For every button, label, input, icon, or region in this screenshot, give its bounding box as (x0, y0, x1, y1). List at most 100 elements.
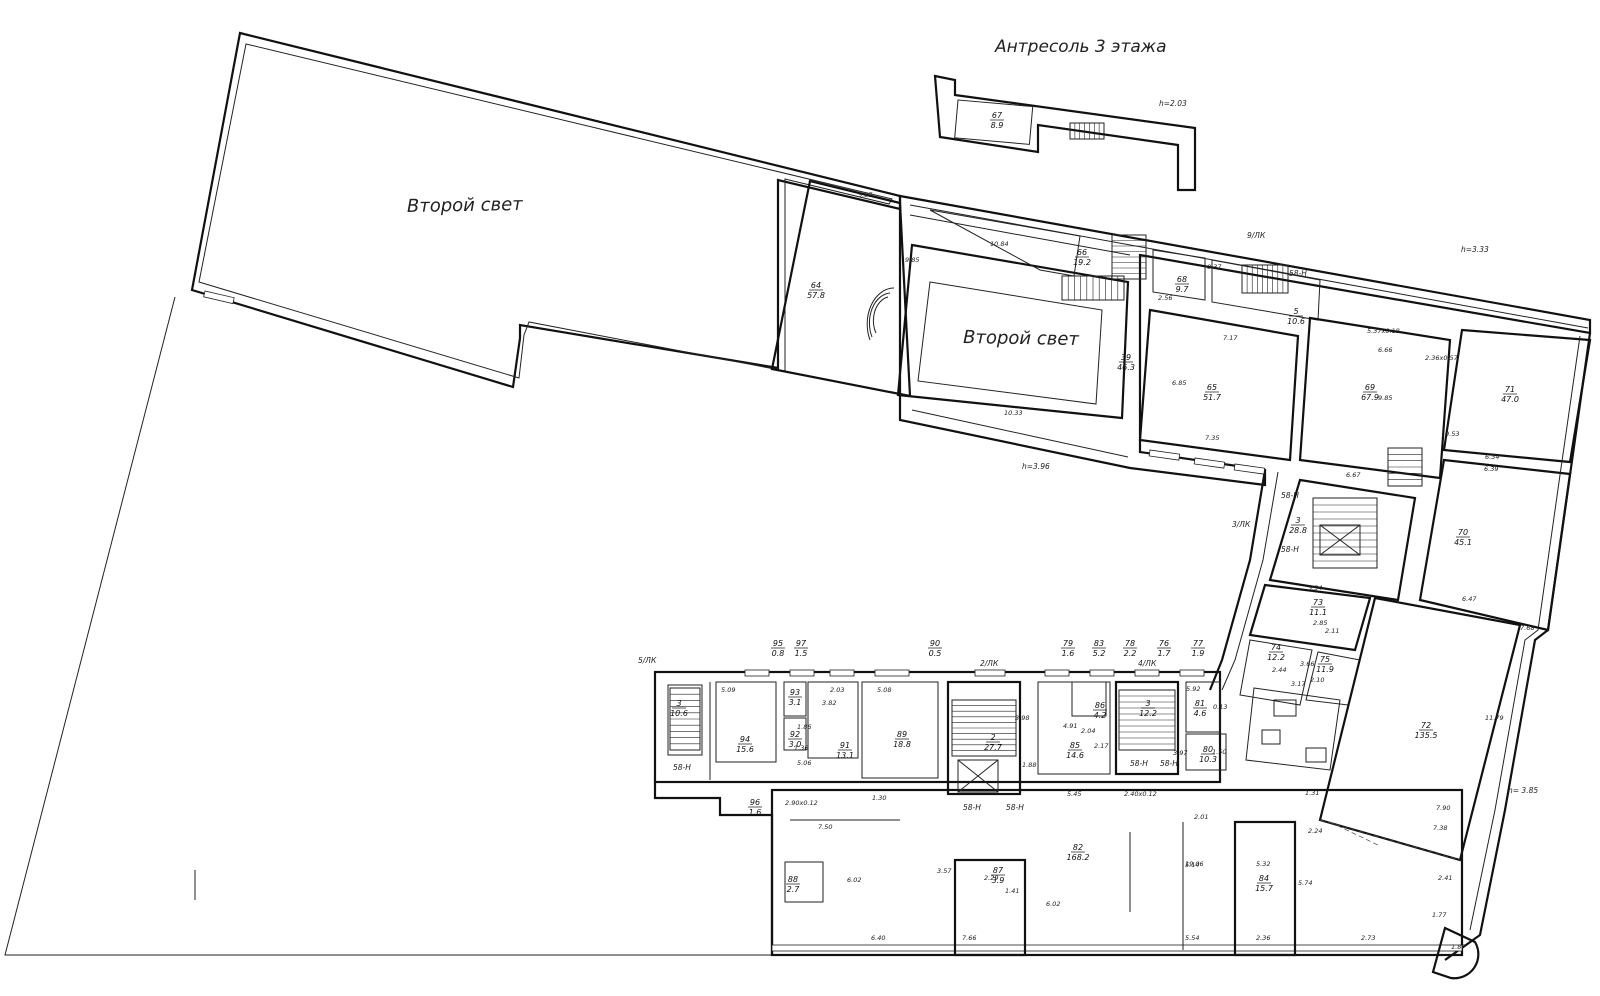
passage-label: 58-Н (1160, 759, 1178, 768)
height-note: h=3.96 (1022, 462, 1050, 471)
stairwell-void (957, 759, 999, 793)
window (1134, 669, 1160, 677)
stair-flight (1061, 275, 1125, 301)
room-area: 2.2 (1124, 649, 1137, 658)
room-area: 27.7 (984, 743, 1003, 752)
height-note: h= 3.85 (1508, 786, 1538, 795)
dimension-text: 2.10 (1310, 676, 1324, 684)
room-87-outline (953, 858, 1027, 957)
room-65-outline (1138, 308, 1300, 462)
room-number: 5 (1293, 307, 1298, 316)
room-number: 3 (1295, 516, 1300, 525)
room-label: 310.6 (670, 699, 688, 718)
room-number: 84 (1259, 874, 1269, 883)
dimension-text: 5.09 (721, 686, 735, 694)
dimension-text: 2.73 (1361, 934, 1375, 942)
room-area: 10.3 (1199, 755, 1217, 764)
dimension-text: 5.54 (1185, 934, 1199, 942)
room-number: 91 (840, 741, 850, 750)
corner-bay (1431, 926, 1480, 980)
room-area: 12.2 (1139, 709, 1157, 718)
room-number: 89 (897, 730, 907, 739)
dimension-text: 2.41 (1438, 874, 1452, 882)
dimension-text: 10.84 (990, 240, 1009, 248)
dimension-text: 0.37 (1207, 263, 1222, 271)
room-label: 791.6 (1061, 639, 1075, 658)
passage-label: 58-Н (1281, 491, 1299, 500)
dimension-text: 5.14 (1185, 861, 1199, 869)
room-label: 835.2 (1092, 639, 1106, 658)
dimension-text: 2.03 (830, 686, 844, 694)
stair-outline (1241, 264, 1289, 294)
dimension-labels: 5.879.8510.8410.330.372.567.176.857.355.… (721, 191, 1534, 951)
stair-lk5 (667, 684, 703, 756)
void-label-left: Второй свет (407, 194, 524, 217)
stair-flight (1312, 497, 1378, 569)
room-area: 14.6 (1066, 751, 1084, 760)
dimension-text: 2.29 (984, 874, 998, 882)
corridor-wall (909, 214, 1131, 256)
dimension-text: 7.68 (1520, 624, 1534, 632)
upper-left-hall-inner (198, 43, 893, 379)
room-number: 39 (1121, 353, 1131, 362)
room-number: 70 (1458, 528, 1468, 537)
dimension-text: 2.90x0.12 (785, 799, 818, 807)
stairwell-void (1319, 524, 1361, 556)
room-68-walls (1152, 249, 1206, 301)
height-note: h=3.33 (1461, 245, 1489, 254)
void-cross (957, 759, 999, 793)
room-number: 2 (990, 733, 995, 742)
room-76-walls (1273, 699, 1297, 717)
room-70-outline (1418, 458, 1572, 632)
room-88-walls (784, 861, 824, 903)
room-71-outline (1442, 328, 1592, 464)
stairs (669, 122, 1423, 793)
room-number: 74 (1271, 643, 1281, 652)
room-label: 227.7 (984, 733, 1003, 752)
east-outer-wall (1444, 332, 1592, 961)
room-area: 1.6 (1062, 649, 1075, 658)
dimension-text: 5.87 (858, 191, 873, 199)
dimension-text: 1.77 (1432, 911, 1447, 919)
dimension-text: 4.91 (1063, 722, 1077, 730)
dimension-text: 1.41 (1005, 887, 1019, 895)
dashed-line (1329, 821, 1381, 847)
room-number: 77 (1193, 639, 1204, 648)
room-number: 93 (790, 688, 800, 697)
room-number: 80 (1203, 745, 1213, 754)
room-label: 814.6 (1193, 699, 1207, 718)
dimension-text: 7.50 (818, 823, 832, 831)
room-area: 28.8 (1289, 526, 1307, 535)
dimension-text: 2.36 (1256, 934, 1270, 942)
void-label-center: Второй свет (963, 327, 1080, 350)
room-number: 67 (992, 111, 1003, 120)
dimension-text: 6.34 (1485, 453, 1499, 461)
dimension-text: 6.02 (1046, 900, 1060, 908)
room-74-walls (1239, 639, 1313, 706)
room-area: 4.6 (1194, 709, 1207, 718)
stair-annotation: 9/ЛК (1247, 231, 1266, 240)
room-area: 0.8 (772, 649, 785, 658)
dimension-text: 3.97 (1173, 749, 1188, 757)
stair-flight (1111, 234, 1147, 280)
room-number: 79 (1063, 639, 1073, 648)
west-connector-inner (1221, 471, 1279, 691)
room-area: 51.7 (1203, 393, 1222, 402)
room-number: 95 (773, 639, 783, 648)
room-area: 19.2 (1073, 258, 1091, 267)
room-label: 771.9 (1191, 639, 1205, 658)
room-number: 78 (1125, 639, 1135, 648)
bay-arc (866, 287, 895, 341)
dimension-text: 7.17 (1223, 334, 1238, 342)
center-void-inner (917, 281, 1103, 405)
west-connector (1208, 469, 1267, 691)
room-number: 3 (676, 699, 681, 708)
dimension-text: 2.04 (1081, 727, 1095, 735)
